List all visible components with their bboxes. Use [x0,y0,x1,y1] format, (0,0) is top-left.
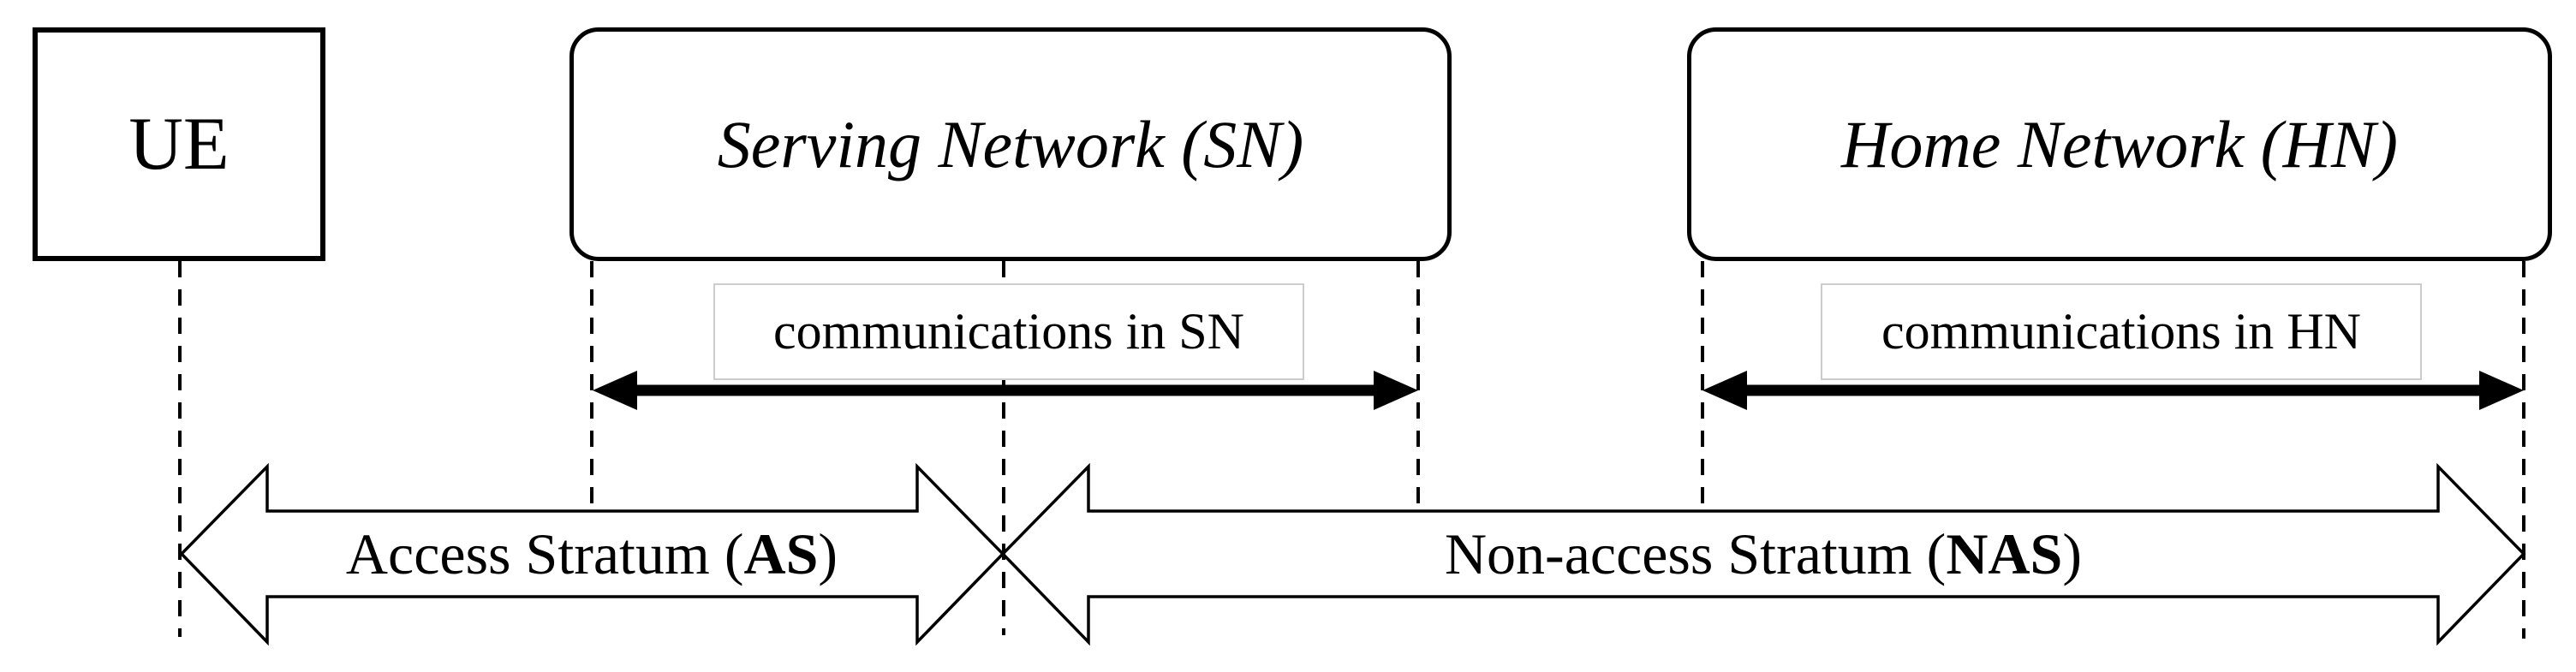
serving-network-label: Serving Network (SN) [717,106,1304,181]
serving-network-box: Serving Network (SN) [569,27,1452,261]
non-access-stratum-label-prefix: Non-access Stratum ( [1444,521,1947,586]
home-network-box: Home Network (HN) [1687,27,2552,261]
comm-hn-arrow [1702,371,2524,410]
access-stratum-label-suffix: ) [818,521,838,586]
access-stratum-label: Access Stratum (AS) [206,512,977,596]
access-stratum-abbr: AS [743,521,819,586]
home-network-label: Home Network (HN) [1841,106,2398,181]
non-access-stratum-abbr: NAS [1946,521,2063,586]
comm-hn-labelbox: communications in HN [1821,283,2422,380]
comm-sn-labelbox: communications in SN [713,283,1304,380]
non-access-stratum-label-suffix: ) [2062,521,2083,586]
comm-sn-label: communications in SN [773,303,1244,360]
ue-label: UE [128,103,230,186]
comm-sn-arrow [593,371,1418,410]
comm-hn-label: communications in HN [1881,303,2361,360]
access-stratum-label-prefix: Access Stratum ( [345,521,744,586]
non-access-stratum-label: Non-access Stratum (NAS) [1003,512,2524,596]
ue-box: UE [33,27,325,261]
